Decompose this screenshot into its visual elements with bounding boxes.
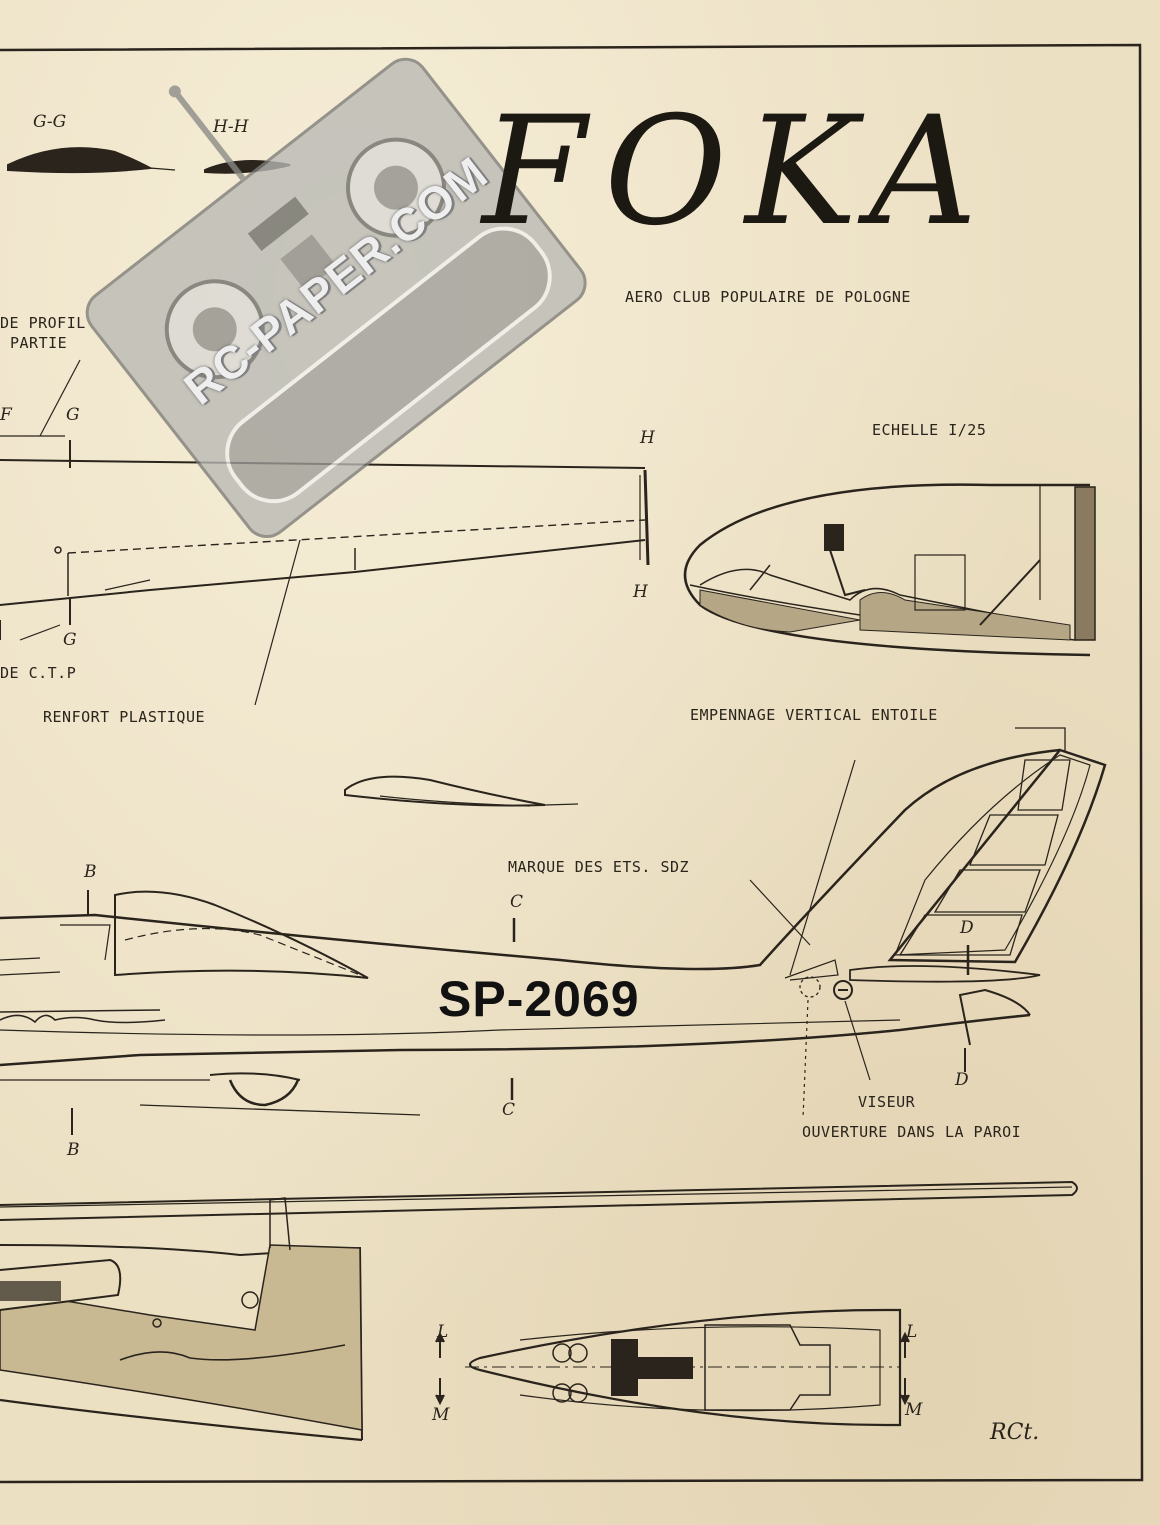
label-viseur: VISEUR bbox=[858, 1093, 916, 1111]
section-label-b-top: B bbox=[84, 862, 97, 882]
section-label-g-bottom: G bbox=[63, 630, 77, 650]
wing-aileron-line bbox=[67, 519, 646, 554]
section-label-f: F bbox=[0, 405, 12, 425]
section-label-l-right: L bbox=[906, 1322, 918, 1342]
section-label-m-left: M bbox=[432, 1405, 450, 1425]
wing-trailing-edge bbox=[0, 539, 646, 606]
wing-tip bbox=[643, 469, 650, 566]
section-label-gg: G-G bbox=[33, 112, 67, 132]
tailplane bbox=[849, 965, 1041, 983]
section-label-hh: H-H bbox=[213, 117, 249, 137]
page-title: FOKA bbox=[482, 85, 996, 259]
section-label-c-top: C bbox=[510, 892, 524, 912]
label-partie: PARTIE bbox=[10, 334, 68, 352]
fuselage-perspective-stipple bbox=[0, 1244, 363, 1431]
section-label-h-bottom: H bbox=[633, 582, 648, 602]
scale-label: ECHELLE I/25 bbox=[872, 421, 987, 439]
label-marque: MARQUE DES ETS. SDZ bbox=[508, 858, 690, 876]
section-label-d-top: D bbox=[960, 918, 974, 938]
cockpit-nose-outline bbox=[683, 483, 1091, 657]
wing-front-view bbox=[0, 1180, 1078, 1221]
label-empennage: EMPENNAGE VERTICAL ENTOILE bbox=[690, 706, 938, 724]
section-label-l-left: L bbox=[437, 1322, 449, 1342]
label-ouverture: OUVERTURE DANS LA PAROI bbox=[802, 1123, 1022, 1141]
author-signature: RCt. bbox=[990, 1420, 1040, 1445]
registration-mark: SP-2069 bbox=[438, 971, 640, 1027]
fin-trailing-edge bbox=[887, 748, 1107, 964]
section-label-h-top: H bbox=[640, 428, 655, 448]
section-label-b-bottom: B bbox=[67, 1140, 80, 1160]
stabilizer-airfoil bbox=[344, 775, 546, 807]
section-gg-airfoil bbox=[7, 147, 154, 174]
label-ctp: DE C.T.P bbox=[0, 664, 77, 682]
section-label-d-bottom: D bbox=[955, 1070, 969, 1090]
subtitle: AERO CLUB POPULAIRE DE POLOGNE bbox=[625, 288, 911, 306]
sheet-border bbox=[0, 43, 1144, 1484]
fuselage-top-line bbox=[0, 748, 1061, 971]
canopy-fairing bbox=[114, 890, 369, 979]
fuselage-bottom-line bbox=[0, 1013, 1031, 1067]
section-label-g-top: G bbox=[66, 405, 80, 425]
label-profil: DE PROFIL bbox=[0, 314, 86, 332]
watermark-transmitter bbox=[85, 57, 587, 538]
section-label-m-right: M bbox=[905, 1400, 923, 1420]
section-label-c-bottom: C bbox=[502, 1100, 516, 1120]
label-renfort: RENFORT PLASTIQUE bbox=[43, 708, 206, 726]
